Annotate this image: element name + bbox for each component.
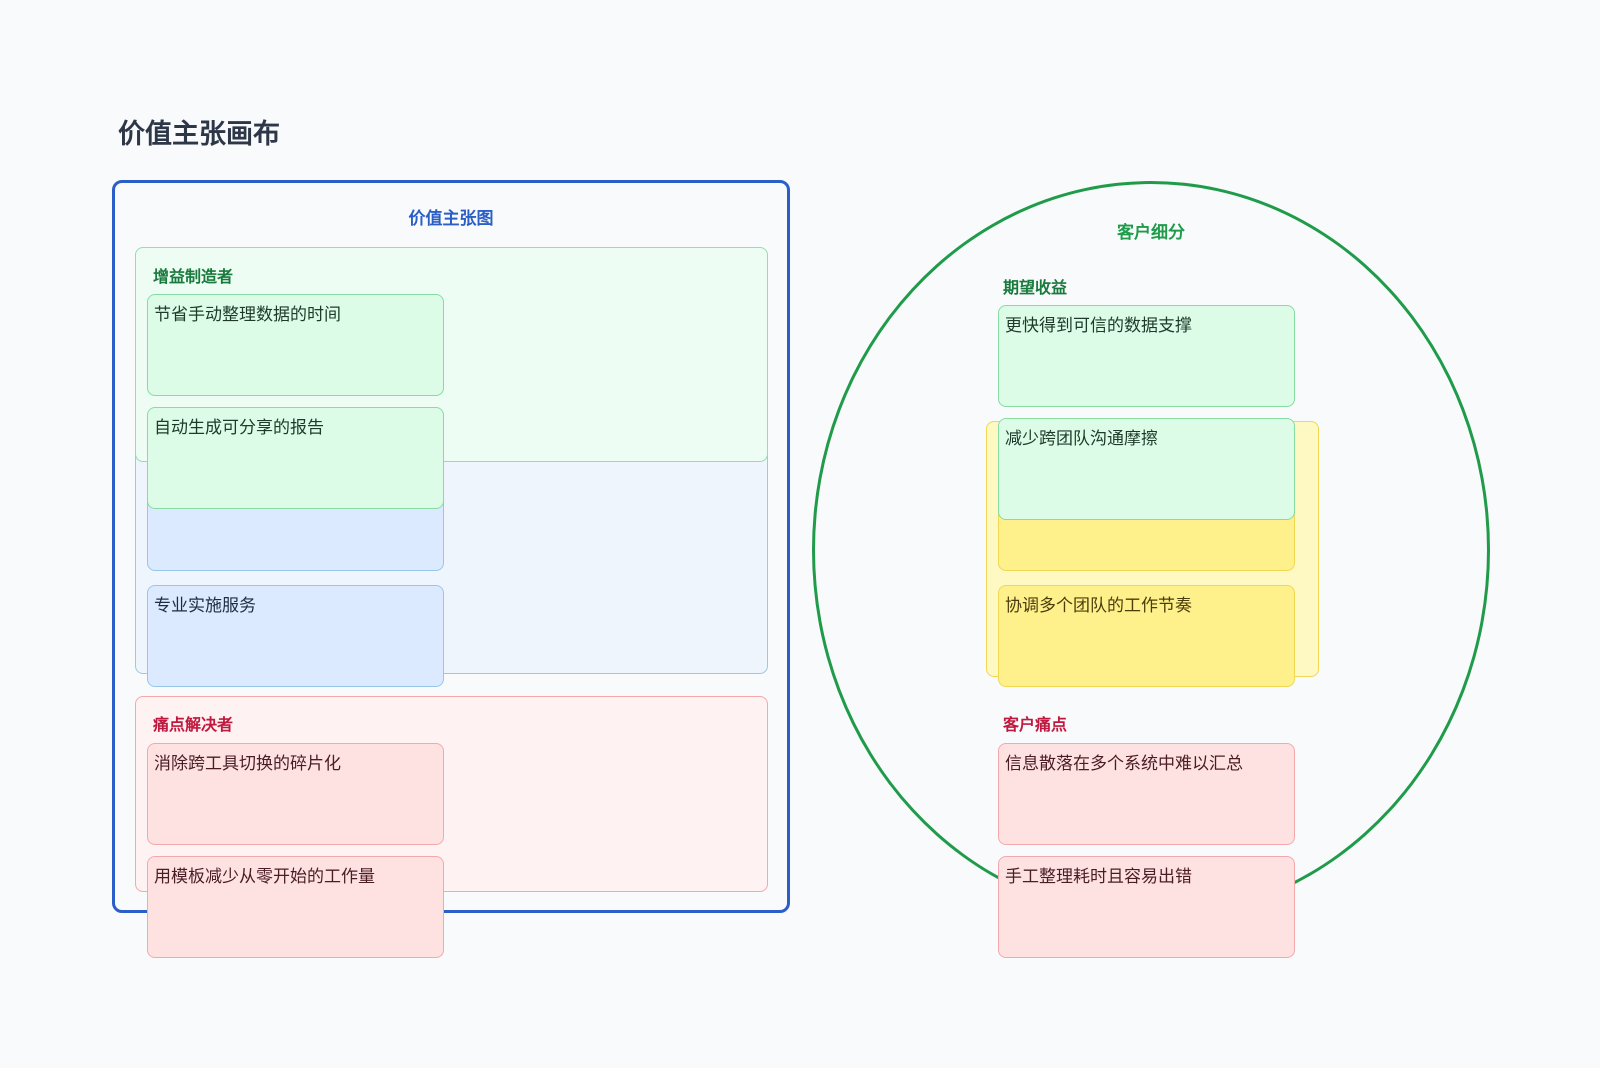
product-service-card[interactable]: 专业实施服务 — [147, 585, 444, 687]
customer-job-card[interactable]: 协调多个团队的工作节奏 — [998, 585, 1295, 687]
customer-pain-card[interactable]: 手工整理耗时且容易出错 — [998, 856, 1295, 958]
pain-relievers-label: 痛点解决者 — [153, 715, 234, 734]
gain-creators-label: 增益制造者 — [153, 267, 234, 286]
pain-reliever-card[interactable]: 用模板减少从零开始的工作量 — [147, 856, 444, 958]
value-map-title: 价值主张图 — [408, 209, 494, 229]
customer-pains-label: 客户痛点 — [1003, 715, 1068, 734]
gain-creator-card[interactable]: 节省手动整理数据的时间 — [147, 294, 444, 396]
customer-profile-title: 客户细分 — [1117, 223, 1185, 243]
customer-gain-card[interactable]: 更快得到可信的数据支撑 — [998, 305, 1295, 407]
page-title: 价值主张画布 — [118, 119, 280, 150]
customer-gain-card[interactable]: 减少跨团队沟通摩擦 — [998, 418, 1295, 520]
pain-reliever-card[interactable]: 消除跨工具切换的碎片化 — [147, 743, 444, 845]
customer-gains-label: 期望收益 — [1003, 278, 1068, 297]
gain-creator-card[interactable]: 自动生成可分享的报告 — [147, 407, 444, 509]
customer-pain-card[interactable]: 信息散落在多个系统中难以汇总 — [998, 743, 1295, 845]
